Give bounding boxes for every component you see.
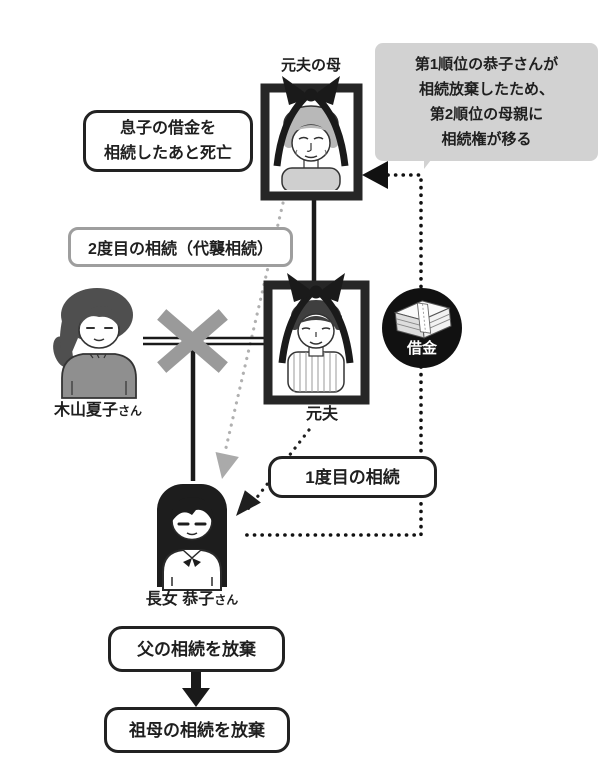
mourning-ribbon-mother xyxy=(273,76,349,167)
second-inheritance-dotted-line xyxy=(223,201,285,454)
exwife-illustration xyxy=(53,288,137,399)
callout-line-2: 相続放棄したため、 xyxy=(418,81,554,98)
mother-label: 元夫の母 xyxy=(280,57,341,74)
money-stack-icon xyxy=(393,300,452,339)
callout-line-4: 相続権が移る xyxy=(441,131,532,148)
death-note-box: 息子の借金を 相続したあと死亡 xyxy=(83,110,253,172)
callout-line-3: 第2順位の母親に xyxy=(429,106,544,123)
callout-bubble: 第1順位の恭子さんが 相続放棄したため、 第2順位の母親に 相続権が移る xyxy=(375,43,598,161)
death-note-line-2: 相続したあと死亡 xyxy=(103,145,232,162)
debt-badge xyxy=(382,288,462,368)
mother-funeral-portrait xyxy=(260,76,363,201)
daughter-illustration xyxy=(157,484,227,591)
debt-to-mother-arrowhead xyxy=(362,161,388,189)
flow-arrow-down xyxy=(182,672,210,707)
second-inheritance-arrowhead xyxy=(215,452,239,479)
debt-to-daughter-dotted-line xyxy=(238,365,423,537)
exwife-label: 木山夏子さん xyxy=(36,401,160,421)
exwife-name: 木山夏子 xyxy=(53,402,118,419)
second-inheritance-box: 2度目の相続（代襲相続） xyxy=(68,227,293,267)
exhusband-funeral-portrait xyxy=(263,273,370,405)
first-inheritance-arrowhead xyxy=(236,490,261,516)
daughter-suffix: さん xyxy=(214,593,239,607)
exwife-suffix: さん xyxy=(118,404,143,418)
daughter-label: 長女 恭子さん xyxy=(128,590,256,610)
divorce-x-mark xyxy=(157,309,228,373)
death-note-line-1: 息子の借金を xyxy=(119,120,216,137)
exhusband-label: 元夫 xyxy=(305,406,338,423)
callout-tail xyxy=(424,147,441,169)
renounce-father-box: 父の相続を放棄 xyxy=(108,626,285,672)
first-inheritance-dotted-line xyxy=(246,428,311,511)
callout-line-1: 第1順位の恭子さんが xyxy=(414,56,559,73)
mourning-ribbon-exhusband xyxy=(278,273,354,364)
daughter-name: 長女 恭子 xyxy=(145,591,215,608)
debt-badge-label: 借金 xyxy=(406,340,437,357)
renounce-grandmother-box: 祖母の相続を放棄 xyxy=(104,707,290,753)
debt-to-mother-dotted-line xyxy=(386,173,423,289)
exhusband-photo xyxy=(287,300,345,393)
first-inheritance-box: 1度目の相続 xyxy=(268,456,437,498)
